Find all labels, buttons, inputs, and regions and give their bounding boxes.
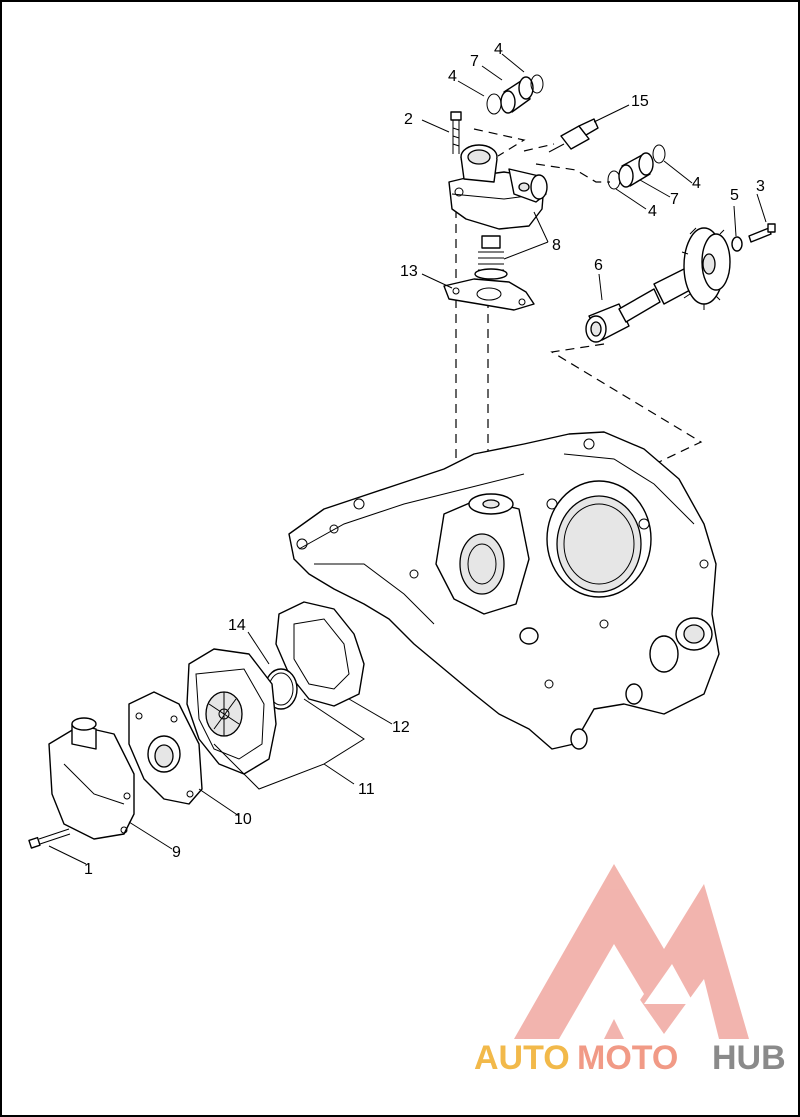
callout-13: 13 (400, 263, 418, 280)
callout-9: 9 (172, 844, 181, 861)
callout-15: 15 (631, 93, 649, 110)
callout-7a: 7 (470, 53, 479, 70)
thermostat-housing (448, 144, 548, 230)
crankcase (288, 431, 720, 750)
callout-2: 2 (404, 111, 413, 128)
callout-11: 11 (358, 781, 375, 798)
gasket-pump (275, 601, 365, 707)
exploded-parts-diagram: 2 4 7 4 15 3 5 4 7 4 8 6 13 14 12 11 10 … (28, 41, 786, 1077)
temperature-sensor (548, 118, 599, 153)
callout-1: 1 (84, 861, 93, 878)
watermark-moto: MOTO (577, 1039, 678, 1077)
callout-4d: 4 (648, 203, 657, 220)
callout-5: 5 (730, 187, 739, 204)
pump-shaft-gear (585, 227, 731, 343)
hose-fitting-right (607, 144, 666, 190)
watermark-logo (514, 864, 749, 1039)
callout-4a: 4 (494, 41, 503, 58)
callout-14: 14 (228, 617, 246, 634)
bolt-1 (28, 828, 71, 849)
alignment-lines (455, 128, 703, 509)
watermark-text: AUTO MOTO HUB (474, 1039, 786, 1077)
callout-10: 10 (234, 811, 252, 828)
washer-bolt (731, 223, 776, 252)
callout-6: 6 (594, 257, 603, 274)
water-pump-body (186, 648, 277, 775)
callout-12: 12 (392, 719, 410, 736)
leader-lines (48, 53, 767, 865)
callout-3: 3 (756, 178, 765, 195)
watermark-auto: AUTO (474, 1039, 570, 1077)
pump-cover-plate (128, 691, 203, 805)
watermark-hub: HUB (712, 1039, 786, 1077)
callouts: 2 4 7 4 15 3 5 4 7 4 8 6 13 14 12 11 10 … (84, 41, 765, 878)
callout-4c: 4 (692, 175, 701, 192)
bolt-2 (450, 111, 462, 154)
callout-8: 8 (552, 237, 561, 254)
gasket-thermostat (443, 278, 535, 311)
thermostat (474, 235, 508, 280)
callout-7b: 7 (670, 191, 679, 208)
callout-4b: 4 (448, 68, 457, 85)
pump-outer-cover (48, 717, 135, 840)
hose-fitting-upper (486, 74, 544, 115)
